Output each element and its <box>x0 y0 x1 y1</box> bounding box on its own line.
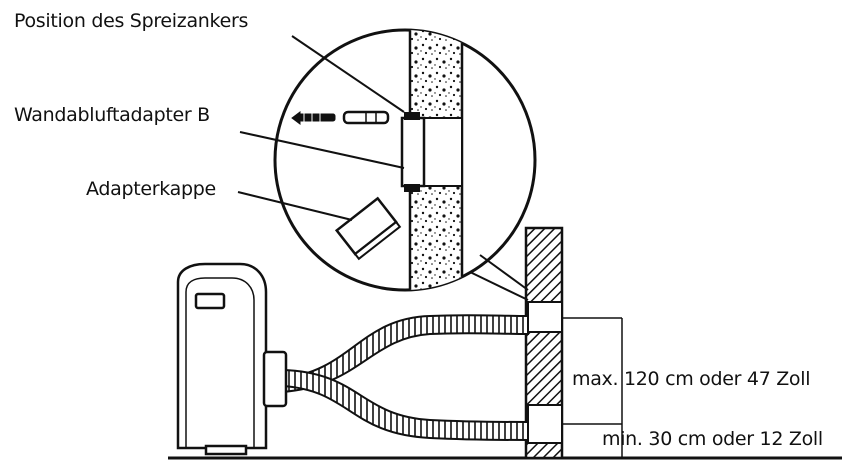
wall-anchor-icon <box>342 110 390 125</box>
label-min-height: min. 30 cm oder 12 Zoll <box>602 428 823 450</box>
adapter-b <box>400 116 426 188</box>
label-adapter-cap: Adapterkappe <box>86 178 216 200</box>
adapter-cap <box>334 196 402 261</box>
control-panel <box>194 292 226 310</box>
magnifier-pointer <box>479 254 529 291</box>
wall <box>524 226 564 460</box>
label-wall-adapter: Wandabluftadapter B <box>14 104 210 126</box>
anchor-mount <box>404 184 420 192</box>
leader-lines <box>237 35 405 221</box>
detail-magnifier <box>273 28 537 301</box>
magnifier-pointer <box>469 271 529 301</box>
label-anchor-position: Position des Spreizankers <box>14 10 249 32</box>
unit-foot <box>204 444 248 456</box>
hose-connector <box>262 350 288 408</box>
label-max-height: max. 120 cm oder 47 Zoll <box>572 368 811 390</box>
exhaust-hoses <box>281 314 529 442</box>
air-conditioner-unit <box>176 262 288 456</box>
dimension-lines <box>562 317 623 458</box>
anchor-mount <box>404 112 420 120</box>
lower-wall-opening <box>527 404 563 444</box>
upper-wall-opening <box>527 301 563 333</box>
screw-icon <box>291 111 336 125</box>
